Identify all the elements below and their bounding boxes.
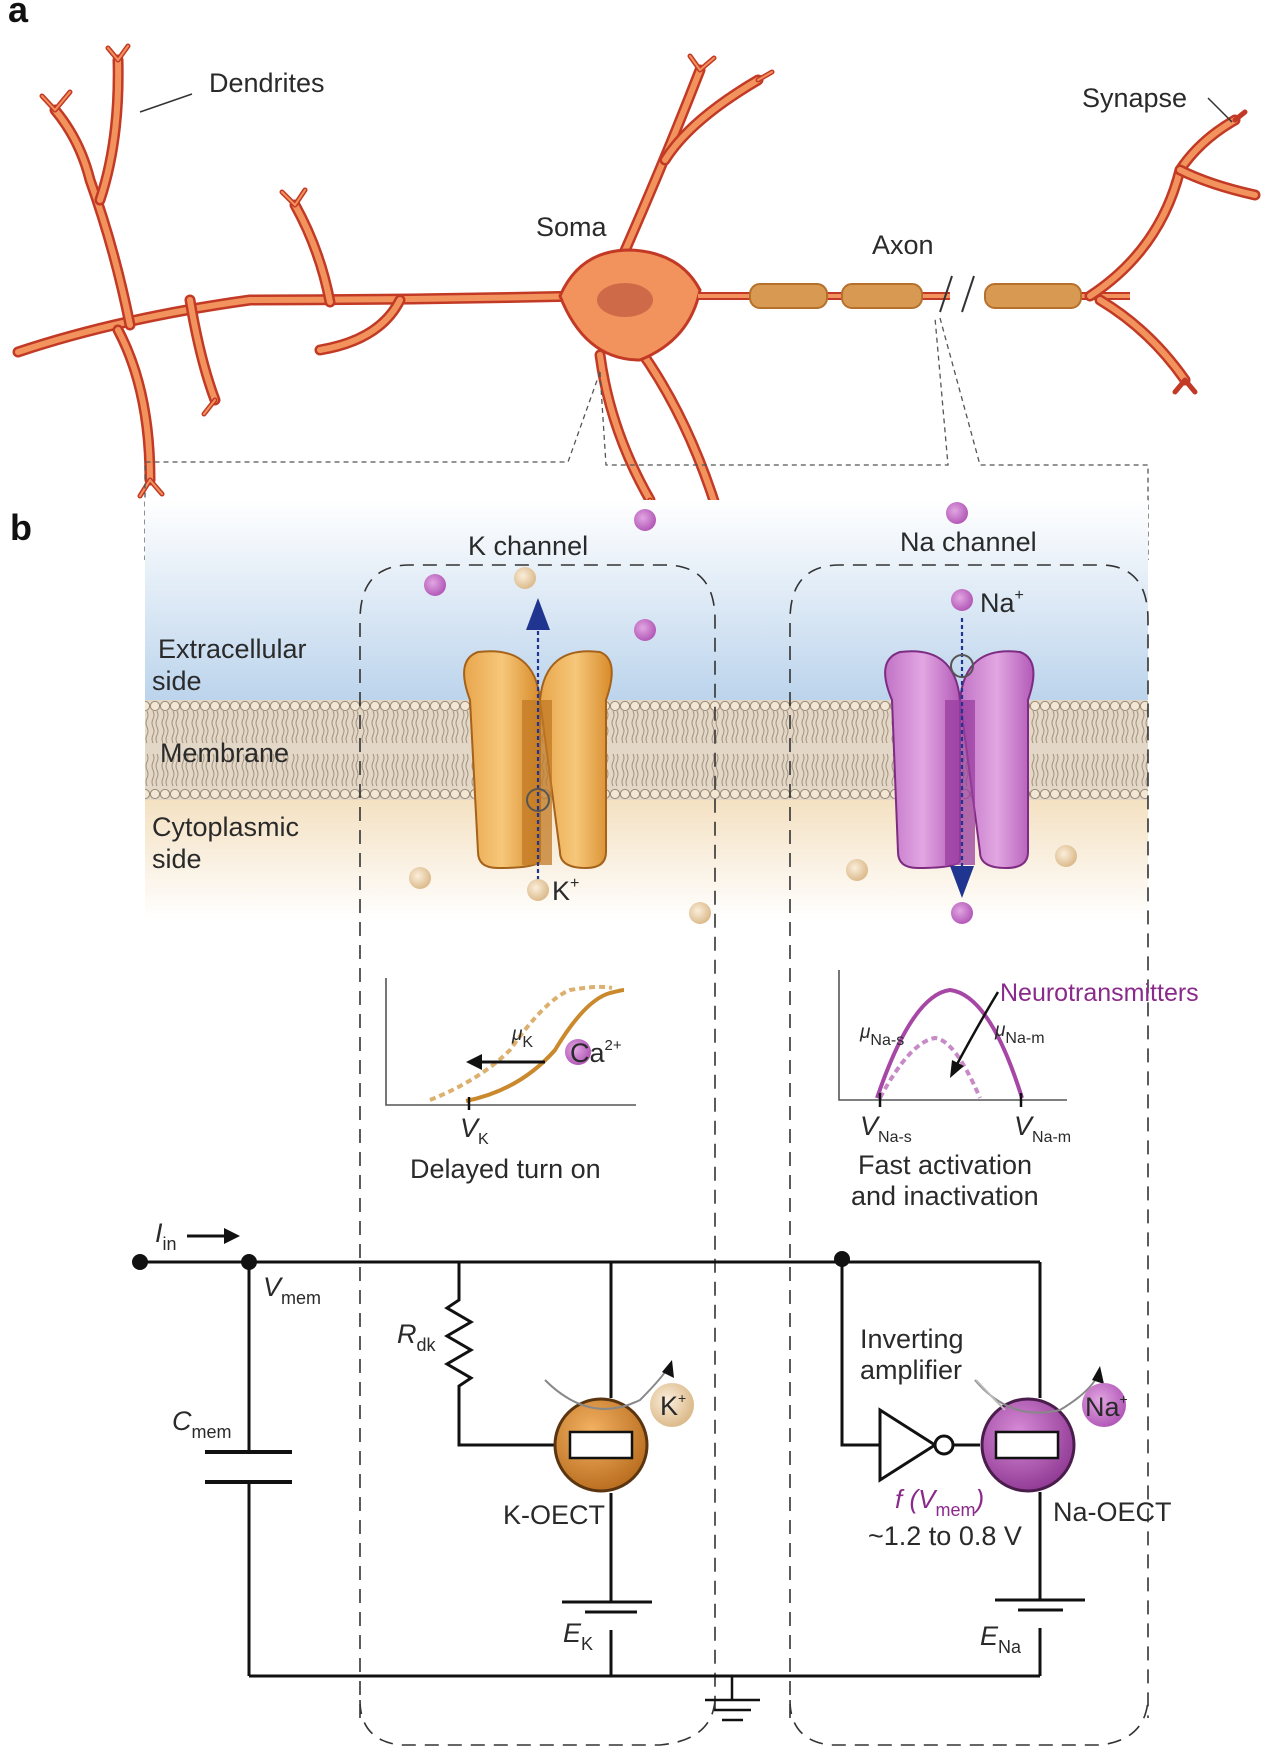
- synapse-leader: [1207, 97, 1233, 123]
- label-cytoplasmic-1: Cytoplasmic: [152, 812, 299, 842]
- dendrite-trunk: [12, 290, 591, 358]
- na-channel-title: Na channel: [900, 527, 1037, 557]
- k-ion-circuit-label: K+: [660, 1390, 686, 1421]
- neurotransmitters-label: Neurotransmitters: [1000, 979, 1199, 1007]
- cmem-capacitor: [205, 1450, 292, 1484]
- k-oect-label: K-OECT: [503, 1500, 605, 1530]
- inverting-label-2: amplifier: [860, 1355, 962, 1385]
- f-vmem-label: f (Vmem): [895, 1484, 984, 1520]
- inverting-amplifier: [878, 1407, 938, 1483]
- voltage-range-label: ~1.2 to 0.8 V: [868, 1521, 1022, 1551]
- na-oect-label: Na-OECT: [1053, 1497, 1172, 1527]
- label-dendrites: Dendrites: [209, 68, 325, 98]
- panel-label-b: b: [10, 507, 32, 548]
- na-ion-label: Na+: [980, 587, 1024, 618]
- na-ion-circuit-label: Na+: [1085, 1391, 1128, 1422]
- k-ca-label: Ca2+: [570, 1037, 622, 1068]
- ena-label: ENa: [980, 1621, 1022, 1657]
- input-node: [132, 1254, 148, 1270]
- label-synapse: Synapse: [1082, 83, 1187, 113]
- axon-break-mark: [939, 275, 975, 313]
- na-channel-protein: [884, 650, 1035, 870]
- mu-na-m-label: μNa-m: [994, 1020, 1045, 1047]
- ek-battery: [562, 1600, 652, 1614]
- neurotransmitter-arrow: [953, 991, 1000, 1069]
- na-box-bottom: [789, 1699, 1149, 1746]
- rdk-resistor: [444, 1262, 555, 1447]
- ca-ion-bead: [565, 1039, 591, 1065]
- ground-symbol: [705, 1676, 760, 1722]
- na-branch-node: [834, 1251, 850, 1267]
- vna-s-label: VNa-s: [860, 1111, 912, 1146]
- k-efflux-arrowhead: [526, 598, 550, 630]
- na-oect-channel: [994, 1430, 1060, 1460]
- mu-na-s-label: μNa-s: [859, 1022, 904, 1049]
- equivalent-circuit: [132, 1228, 1126, 1722]
- k-ion-label: K+: [552, 875, 579, 906]
- label-membrane: Membrane: [160, 738, 289, 768]
- ek-label: EK: [563, 1618, 593, 1654]
- na-ion-bead: [1082, 1383, 1126, 1427]
- k-caption: Delayed turn on: [410, 1154, 601, 1184]
- label-cytoplasmic-2: side: [152, 844, 202, 874]
- dendrites-leader: [139, 93, 193, 113]
- label-extracellular-1: Extracellular: [158, 634, 307, 664]
- na-caption-2: and inactivation: [851, 1181, 1039, 1211]
- myelin-sheath: [841, 283, 923, 309]
- na-plot-axes: [838, 970, 1067, 1101]
- zoom-guide-right: [939, 317, 1149, 560]
- k-activation-plot: [385, 978, 636, 1110]
- k-plot-axes: [385, 978, 636, 1106]
- k-ion-bead: [650, 1383, 694, 1427]
- vk-label: VK: [460, 1113, 489, 1148]
- na-amp-input-wire: [840, 1262, 880, 1447]
- panel-label-a: a: [8, 0, 29, 30]
- na-activation-plot: [838, 970, 1067, 1107]
- k-curve: [465, 988, 625, 1103]
- inverting-label-1: Inverting: [860, 1324, 964, 1354]
- k-box-bottom: [359, 1699, 716, 1746]
- na-channel-box: [789, 564, 1149, 1718]
- label-soma: Soma: [536, 212, 608, 242]
- k-channel-title: K channel: [468, 531, 588, 561]
- na-caption-1: Fast activation: [858, 1150, 1032, 1180]
- inverter-bubble: [933, 1434, 955, 1456]
- label-axon: Axon: [872, 230, 934, 260]
- rdk-label: Rdk: [397, 1319, 437, 1355]
- k-curve-shifted: [429, 984, 613, 1102]
- na-ion-in-pore: [950, 654, 974, 678]
- ena-battery: [995, 1598, 1085, 1612]
- cmem-label: Cmem: [172, 1406, 232, 1442]
- ion-beads: [409, 502, 1077, 924]
- vmem-label: Vmem: [263, 1272, 321, 1308]
- myelin-sheath: [984, 283, 1082, 309]
- k-oect-channel: [568, 1430, 634, 1460]
- na-influx-arrowhead: [950, 866, 974, 898]
- neuron-illustration: [12, 43, 1261, 537]
- label-extracellular-2: side: [152, 666, 202, 696]
- na-curve: [875, 987, 1024, 1099]
- iin-label: Iin: [155, 1218, 177, 1254]
- soma-nucleus: [597, 283, 653, 317]
- k-mu-label: μK: [511, 1024, 533, 1051]
- k-ion-exit-curve: [544, 1367, 669, 1410]
- myelin-sheath: [749, 283, 828, 309]
- zoom-guide-mid: [599, 317, 949, 466]
- k-channel-box: [359, 564, 716, 1718]
- na-curve-modulated: [878, 1035, 982, 1099]
- k-ion-in-pore: [526, 788, 550, 812]
- vna-m-label: VNa-m: [1014, 1111, 1071, 1146]
